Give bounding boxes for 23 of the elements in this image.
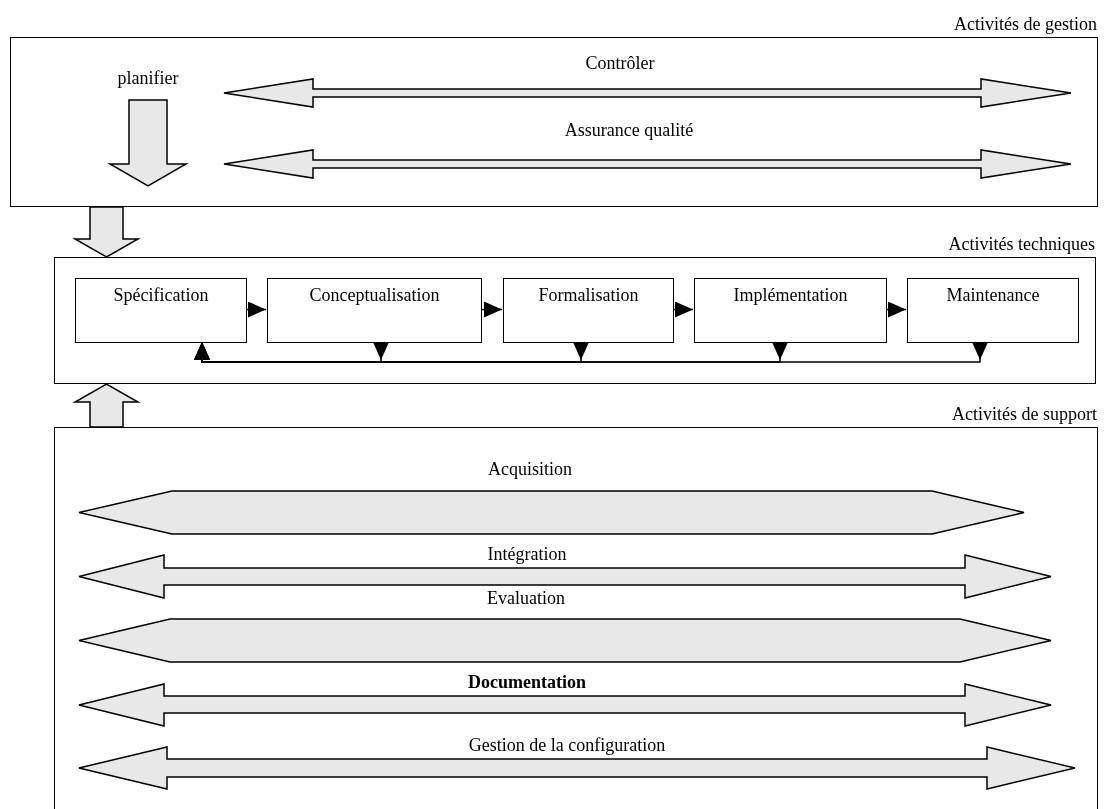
block-arrow [72, 206, 141, 258]
activity-label: Acquisition [488, 459, 572, 480]
activity-label: Gestion de la configuration [468, 735, 666, 756]
process-box: Implémentation [694, 278, 887, 343]
panel-title: Activités de support [952, 404, 1097, 425]
process-box: Spécification [75, 278, 247, 343]
activity-label: Evaluation [487, 588, 565, 609]
panel-title: Activités de gestion [954, 14, 1097, 35]
process-box: Conceptualisation [267, 278, 482, 343]
arrow [194, 341, 988, 363]
process-box: Formalisation [503, 278, 674, 343]
activity-label: planifier [117, 68, 179, 89]
activity-label: Documentation [468, 672, 586, 693]
arrow [245, 301, 267, 318]
activity-label: Contrôler [585, 53, 655, 74]
block-arrow [72, 383, 141, 428]
panel-title: Activités techniques [948, 234, 1095, 255]
arrow [672, 301, 694, 318]
activity-label: Assurance qualité [564, 120, 694, 141]
activity-label: Intégration [487, 544, 567, 565]
arrow [885, 301, 907, 318]
arrow [480, 301, 503, 318]
process-box: Maintenance [907, 278, 1079, 343]
